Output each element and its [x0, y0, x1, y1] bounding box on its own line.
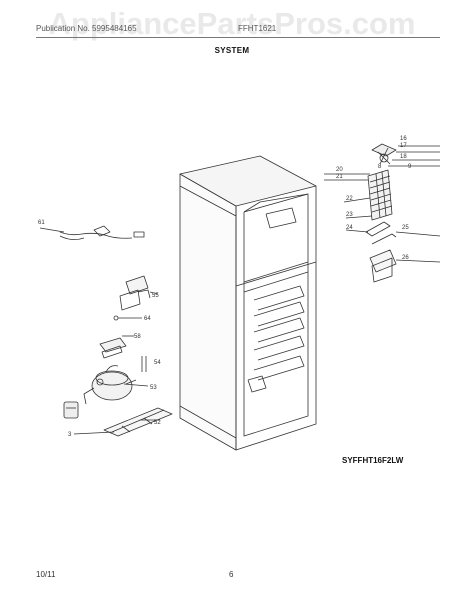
callout-labels: 16 17 18 8 9 20 21 22 23 24 25 26 61 55 … [38, 136, 412, 438]
callout-54: 54 [154, 360, 161, 366]
fan-motor-assembly [371, 143, 397, 165]
relay-overload [119, 275, 151, 311]
watermark: AppliancePartsPros.com [48, 6, 416, 41]
footer-date: 10/11 [36, 570, 56, 579]
footer-page-number: 6 [229, 570, 234, 579]
callout-9: 9 [408, 164, 412, 170]
power-cord [59, 225, 145, 240]
callout-8: 8 [378, 164, 382, 170]
model-number: FFHT1621 [238, 24, 277, 33]
callout-26: 26 [402, 255, 409, 261]
mounting-stud [141, 356, 147, 372]
callout-53: 53 [150, 385, 157, 391]
callout-52: 52 [154, 420, 161, 426]
diagram-code: SYFFHT16F2LW [342, 456, 404, 465]
callout-20: 20 [336, 167, 343, 173]
evaporator-coil [367, 169, 393, 221]
publication-number: Publication No. 5995484165 [36, 24, 137, 33]
cover-bracket [99, 337, 127, 359]
callout-22: 22 [346, 196, 353, 202]
header-rule [36, 37, 440, 38]
callout-17: 17 [400, 143, 407, 149]
callout-64: 64 [144, 316, 151, 322]
callout-61: 61 [38, 220, 45, 226]
clip [113, 315, 142, 321]
callout-25: 25 [402, 225, 409, 231]
compressor [83, 365, 137, 405]
callout-55: 55 [152, 293, 159, 299]
callout-21: 21 [336, 174, 343, 180]
callout-3: 3 [68, 432, 72, 438]
callout-16: 16 [400, 136, 407, 142]
duct-cover [369, 249, 397, 283]
compressor-base-plate [103, 407, 173, 437]
callout-58: 58 [134, 334, 141, 340]
callout-18: 18 [400, 154, 407, 160]
start-capacitor [63, 401, 79, 419]
callout-24: 24 [346, 225, 353, 231]
defrost-bracket [365, 221, 397, 245]
cabinet [179, 155, 317, 451]
callout-23: 23 [346, 212, 353, 218]
section-title: SYSTEM [214, 46, 250, 55]
